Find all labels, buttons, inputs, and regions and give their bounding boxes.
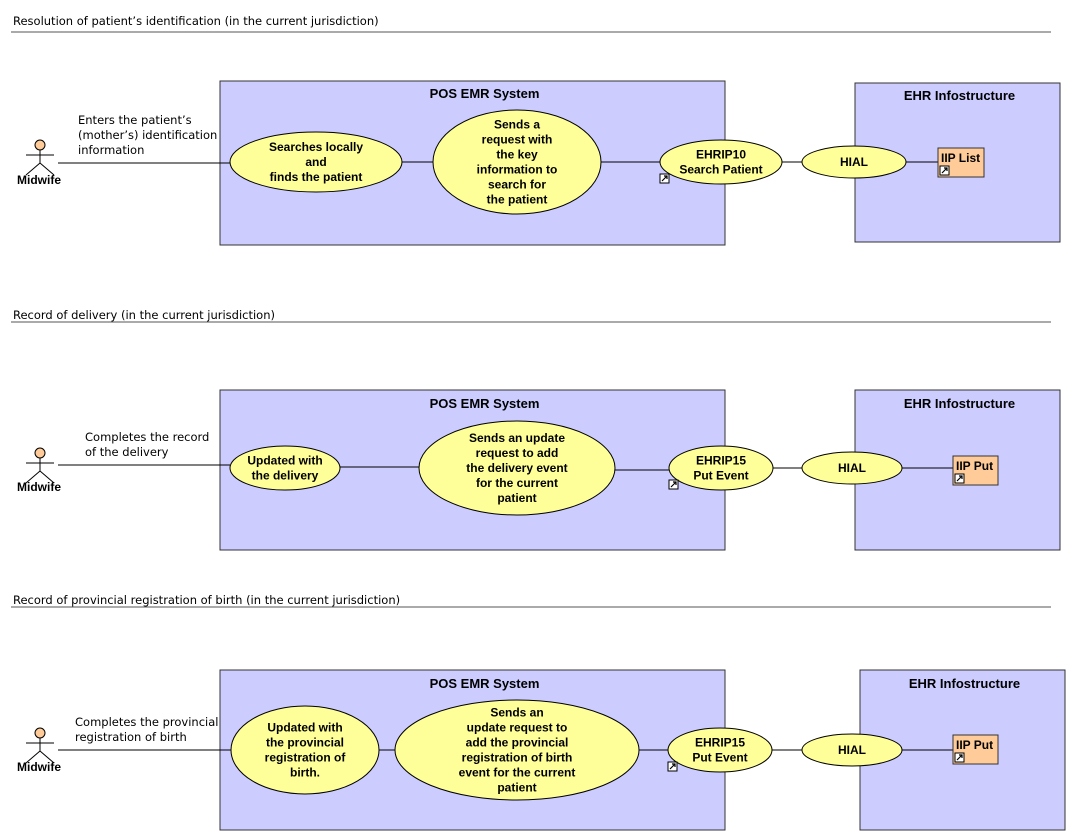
local-use-case[interactable] bbox=[229, 131, 403, 193]
ehrip-use-case[interactable] bbox=[668, 445, 774, 491]
ehrip-use-case-label-line: Put Event bbox=[692, 751, 747, 765]
local-use-case-label-line: the delivery bbox=[252, 469, 319, 483]
iip-component-label: IIP List bbox=[941, 151, 980, 165]
midwife-actor-icon[interactable] bbox=[25, 727, 55, 764]
association-note: registration of birth bbox=[75, 730, 187, 744]
local-use-case-label-line: Updated with bbox=[267, 721, 342, 735]
ehrip-use-case[interactable] bbox=[659, 139, 783, 185]
pos-emr-system-title: POS EMR System bbox=[430, 86, 540, 101]
section-title: Resolution of patient’s identification (… bbox=[13, 14, 379, 28]
ehrip-use-case-label-line: Search Patient bbox=[679, 163, 762, 177]
local-use-case-label-line: and bbox=[305, 155, 326, 169]
association-note: (mother’s) identification bbox=[78, 128, 217, 142]
local-use-case-label-line: Updated with bbox=[247, 454, 322, 468]
pos-emr-system-title: POS EMR System bbox=[430, 676, 540, 691]
request-use-case-label-line: Sends an update bbox=[469, 431, 565, 445]
local-use-case-label-line: finds the patient bbox=[270, 170, 363, 184]
request-use-case[interactable] bbox=[394, 699, 640, 801]
request-use-case-label-line: the delivery event bbox=[466, 461, 567, 475]
diagram-section: Resolution of patient’s identification (… bbox=[11, 14, 1061, 246]
association-note: Completes the record bbox=[85, 430, 209, 444]
request-use-case-label-line: for the current bbox=[476, 476, 558, 490]
pos-emr-system-title: POS EMR System bbox=[430, 396, 540, 411]
diagram-section: Record of provincial registration of bir… bbox=[11, 593, 1066, 831]
local-use-case-label-line: Searches locally bbox=[269, 140, 363, 154]
midwife-actor-icon[interactable] bbox=[25, 139, 55, 176]
hial-label: HIAL bbox=[840, 155, 868, 169]
request-use-case-label-line: the patient bbox=[487, 193, 548, 207]
iip-component-label: IIP Put bbox=[956, 459, 993, 473]
local-use-case[interactable] bbox=[229, 445, 341, 491]
request-use-case-label-line: event for the current bbox=[459, 766, 576, 780]
request-use-case-label-line: registration of birth bbox=[462, 751, 573, 765]
shortcut-arrow-icon bbox=[668, 479, 679, 490]
association-note: information bbox=[78, 143, 144, 157]
ehrip-use-case-label-line: Put Event bbox=[693, 469, 748, 483]
request-use-case-label-line: search for bbox=[488, 178, 546, 192]
ehrip-use-case[interactable] bbox=[667, 727, 773, 773]
ehrip-use-case-label-line: EHRIP10 bbox=[696, 148, 746, 162]
actor-label: Midwife bbox=[17, 173, 61, 187]
hial-label: HIAL bbox=[838, 743, 866, 757]
request-use-case-label-line: update request to bbox=[467, 721, 568, 735]
shortcut-arrow-icon bbox=[667, 761, 678, 772]
association-note: Enters the patient’s bbox=[78, 113, 192, 127]
request-use-case-label-line: the key bbox=[496, 148, 538, 162]
request-use-case-label-line: request to add bbox=[476, 446, 559, 460]
request-use-case-label-line: information to bbox=[477, 163, 558, 177]
local-use-case-label-line: registration of bbox=[265, 751, 347, 765]
request-use-case[interactable] bbox=[432, 109, 602, 215]
hial-label: HIAL bbox=[838, 461, 866, 475]
request-use-case[interactable] bbox=[418, 420, 616, 516]
local-use-case[interactable] bbox=[230, 705, 380, 795]
shortcut-arrow-icon bbox=[939, 165, 950, 176]
section-title: Record of provincial registration of bir… bbox=[13, 593, 400, 607]
association-note: of the delivery bbox=[85, 445, 169, 459]
request-use-case-label-line: request with bbox=[482, 133, 553, 147]
hial-use-case[interactable] bbox=[801, 145, 907, 179]
ehr-infostructure-title: EHR Infostructure bbox=[909, 676, 1020, 691]
request-use-case-label-line: add the provincial bbox=[466, 736, 569, 750]
actor-label: Midwife bbox=[17, 760, 61, 774]
ehrip-use-case-label-line: EHRIP15 bbox=[696, 454, 746, 468]
local-use-case-label-line: birth. bbox=[290, 766, 320, 780]
ehr-infostructure-title: EHR Infostructure bbox=[904, 88, 1015, 103]
request-use-case-label-line: patient bbox=[497, 491, 536, 505]
request-use-case-label-line: patient bbox=[497, 781, 536, 795]
shortcut-arrow-icon bbox=[659, 173, 670, 184]
section-title: Record of delivery (in the current juris… bbox=[13, 308, 275, 322]
request-use-case-label-line: Sends a bbox=[494, 118, 540, 132]
shortcut-arrow-icon bbox=[954, 752, 965, 763]
request-use-case-label-line: Sends an bbox=[490, 706, 543, 720]
association-note: Completes the provincial bbox=[75, 715, 218, 729]
hial-use-case[interactable] bbox=[801, 451, 903, 485]
hial-use-case[interactable] bbox=[801, 733, 903, 767]
ehr-infostructure-title: EHR Infostructure bbox=[904, 396, 1015, 411]
diagram-section: Record of delivery (in the current juris… bbox=[11, 308, 1061, 551]
local-use-case-label-line: the provincial bbox=[266, 736, 344, 750]
midwife-actor-icon[interactable] bbox=[25, 447, 55, 484]
actor-label: Midwife bbox=[17, 480, 61, 494]
iip-component-label: IIP Put bbox=[956, 738, 993, 752]
ehrip-use-case-label-line: EHRIP15 bbox=[695, 736, 745, 750]
shortcut-arrow-icon bbox=[954, 473, 965, 484]
